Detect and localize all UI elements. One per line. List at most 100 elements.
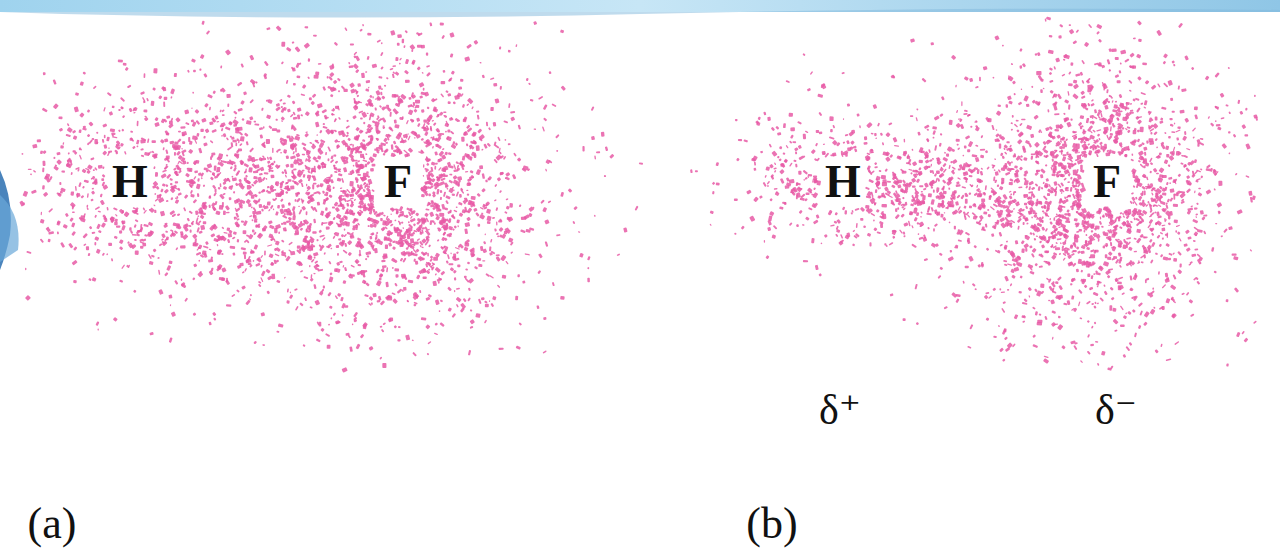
density-dot (170, 304, 172, 306)
density-dot (187, 218, 190, 222)
density-dot (208, 322, 211, 326)
density-dot (41, 212, 43, 216)
density-dot (225, 126, 231, 130)
density-dot (200, 214, 205, 219)
density-dot (464, 56, 470, 61)
density-dot (170, 183, 172, 185)
density-dot (404, 70, 409, 75)
density-dot (241, 118, 244, 121)
density-dot (601, 132, 605, 137)
density-dot (560, 192, 564, 197)
density-dot (353, 312, 358, 318)
density-dot (516, 345, 521, 349)
density-dot (84, 179, 89, 183)
density-dot (505, 172, 510, 177)
density-dot (181, 131, 187, 136)
density-dot (107, 92, 112, 97)
density-dot (321, 109, 327, 114)
density-dot (533, 128, 536, 130)
density-dot (233, 191, 236, 194)
density-dot (60, 191, 63, 194)
density-dot (483, 241, 486, 245)
density-dot (62, 142, 64, 145)
density-dot (343, 167, 347, 173)
density-dot (191, 107, 192, 109)
density-dot (464, 276, 467, 279)
density-dot (383, 214, 386, 216)
density-dot (287, 95, 291, 99)
density-dot (237, 239, 240, 243)
density-dot (591, 136, 595, 140)
density-dot (381, 260, 385, 263)
density-dot (444, 151, 448, 155)
density-dot (434, 333, 438, 336)
density-dot (347, 138, 351, 142)
density-dot (635, 206, 639, 211)
density-dot (478, 224, 481, 227)
density-dot (266, 114, 271, 119)
density-dot (143, 109, 147, 112)
density-dot (485, 273, 490, 277)
density-dot (87, 193, 89, 198)
density-dot (121, 225, 126, 231)
density-dot (235, 127, 239, 130)
density-dot (75, 186, 77, 191)
density-dot (191, 220, 194, 224)
density-dot (344, 243, 347, 247)
density-dot (199, 69, 201, 71)
density-dot (285, 164, 289, 168)
density-dot (370, 168, 374, 172)
density-dot (135, 251, 139, 255)
density-dot (338, 90, 340, 92)
density-dot (617, 253, 621, 256)
density-dot (252, 229, 255, 232)
density-dot (337, 78, 341, 82)
density-dot (221, 253, 224, 255)
density-dot (440, 271, 445, 276)
density-dot (106, 253, 108, 255)
density-dot (118, 109, 121, 111)
density-dot (471, 196, 476, 200)
density-dot (460, 303, 466, 309)
density-dot (248, 203, 251, 207)
density-dot (426, 163, 429, 166)
density-dot (422, 276, 426, 279)
density-dot (121, 264, 125, 269)
density-dot (94, 242, 96, 245)
density-dot (280, 152, 282, 154)
density-dot (43, 192, 49, 197)
density-dot (464, 247, 469, 252)
density-dot (332, 235, 335, 239)
density-dot (192, 233, 198, 239)
density-dot (264, 250, 266, 255)
density-dot (317, 202, 321, 206)
density-dot (119, 230, 122, 233)
density-dot (333, 80, 338, 85)
density-dot (119, 246, 123, 250)
density-dot (465, 268, 468, 271)
density-dot (60, 242, 65, 248)
density-dot (235, 143, 237, 147)
density-dot (367, 225, 369, 227)
density-dot (463, 298, 467, 302)
density-dot (201, 118, 207, 123)
density-dot (157, 257, 160, 259)
density-dot (155, 172, 158, 177)
density-dot (323, 286, 325, 289)
density-dot (67, 123, 70, 126)
density-dot (132, 146, 136, 150)
density-dot (77, 193, 79, 198)
density-dot (21, 153, 23, 155)
density-dot (245, 259, 251, 264)
density-dot (102, 174, 106, 178)
density-dot (323, 252, 325, 255)
density-dot (402, 227, 404, 229)
density-dot (165, 149, 168, 154)
density-dot (419, 290, 421, 293)
density-dot (475, 212, 479, 217)
density-dot (83, 213, 86, 217)
density-dot (48, 208, 53, 213)
density-dot (248, 263, 252, 265)
density-dot (82, 128, 87, 131)
density-dot (154, 193, 156, 195)
